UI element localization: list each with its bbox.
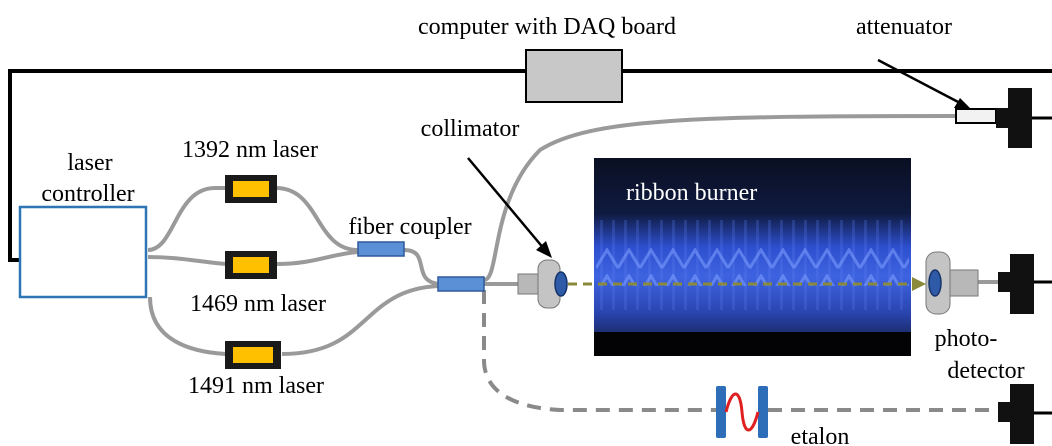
detector-middle-front <box>998 272 1010 292</box>
laser-controller-label-2: controller <box>41 181 134 207</box>
collimator-lens <box>554 271 568 297</box>
laser-1469: 1469 nm laser <box>190 251 326 317</box>
photodetector-label-1: photo- <box>935 326 998 352</box>
fiber-1392-coupler <box>275 186 359 252</box>
laser-1491-body <box>233 347 273 363</box>
collimator-pointer <box>467 157 546 251</box>
ribbon-burner-label: ribbon burner <box>626 180 757 206</box>
computer-box <box>525 49 623 103</box>
attenuator-body <box>955 108 997 124</box>
computer-with-daq: computer with DAQ board <box>418 14 676 103</box>
detector-top-back <box>1008 88 1032 148</box>
detector-middle-back <box>1010 254 1034 314</box>
etalon: etalon <box>716 386 849 446</box>
detector-top <box>996 88 1032 148</box>
detector-middle <box>998 254 1034 314</box>
photodetector-stem <box>949 269 979 297</box>
fiber-to-attenuator <box>483 114 957 282</box>
etalon-plate-left <box>716 386 726 438</box>
fiber-coupler-label: fiber coupler <box>348 214 471 240</box>
laser-beam <box>568 277 926 291</box>
laser-1491: 1491 nm laser <box>188 341 324 399</box>
laser-1491-label: 1491 nm laser <box>188 373 324 399</box>
attenuator: attenuator <box>856 14 997 124</box>
fiber-coupler-2 <box>437 276 485 292</box>
detector-etalon-back <box>1010 384 1034 444</box>
attenuator-arrowhead <box>954 98 970 108</box>
laser-1392-body <box>233 181 269 197</box>
attenuator-pointer <box>877 58 963 106</box>
detector-etalon-front <box>998 402 1010 422</box>
photodetector-lens <box>928 269 942 297</box>
laser-1469-label: 1469 nm laser <box>190 291 326 317</box>
photodetector-label-2: detector <box>947 358 1024 384</box>
laser-1392-label: 1392 nm laser <box>182 137 318 163</box>
burner-base <box>594 332 911 356</box>
etalon-plate-right <box>758 386 768 438</box>
fiber-controller-1469 <box>147 255 227 266</box>
fiber-coupler-link <box>403 248 441 286</box>
collimator-arrowhead <box>536 241 552 258</box>
ribbon-burner: ribbon burner <box>594 158 911 356</box>
laser-controller-box <box>18 205 148 299</box>
fiber-to-etalon-dashed <box>482 290 1000 412</box>
attenuator-label: attenuator <box>856 14 952 40</box>
fiber-controller-1491 <box>148 296 227 356</box>
etalon-wave <box>724 392 760 432</box>
laser-1469-body <box>233 257 269 273</box>
laser-controller: laser controller <box>18 150 148 299</box>
laser-controller-label-1: laser <box>67 150 112 176</box>
detector-top-front <box>996 108 1008 128</box>
coupler-2-body <box>437 276 485 292</box>
fiber-1491-coupler <box>281 284 439 356</box>
photodetector: photo- detector <box>925 251 1025 384</box>
collimator-stem <box>517 273 541 295</box>
optical-fibers <box>147 114 1000 356</box>
computer-label: computer with DAQ board <box>418 14 676 40</box>
collimator: collimator <box>421 116 568 309</box>
coupler-1-body <box>357 241 405 257</box>
beam-arrowhead <box>912 277 926 291</box>
etalon-label: etalon <box>791 424 850 446</box>
detector-etalon <box>998 384 1034 444</box>
laser-1392: 1392 nm laser <box>182 137 318 203</box>
fiber-controller-1392 <box>147 186 226 252</box>
fiber-1469-coupler <box>275 250 359 266</box>
fiber-coupler-1: fiber coupler <box>348 214 472 257</box>
collimator-label: collimator <box>421 116 520 142</box>
flame-zigzag <box>596 246 909 286</box>
